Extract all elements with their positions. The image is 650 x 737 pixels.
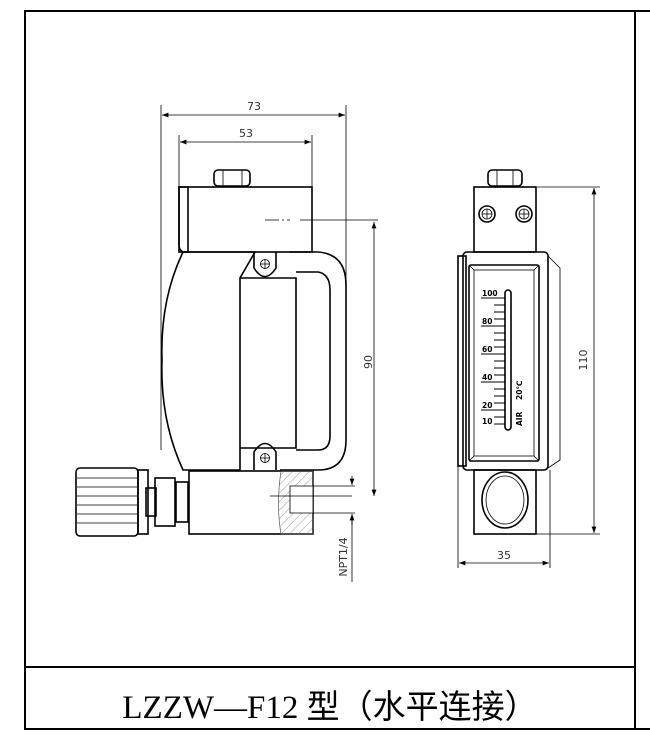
- adjust-knob: [481, 471, 529, 529]
- top-nut: [213, 169, 251, 187]
- right-border-column: [636, 10, 650, 730]
- thread-label: NPT1/4: [337, 537, 350, 576]
- scale-label: 100: [482, 289, 498, 298]
- drawing-frame: [24, 10, 636, 730]
- scale-label: 40: [482, 373, 492, 382]
- scale-label: 80: [482, 317, 492, 326]
- scale-label: 60: [482, 345, 492, 354]
- dim-front-height: 110: [577, 350, 590, 371]
- dim-body-width: 53: [239, 127, 253, 140]
- front-view: 110 100 80 60 40 20 10 AIR 20℃ 35: [457, 169, 600, 568]
- scale-label: 10: [482, 417, 492, 426]
- flow-tube: [504, 289, 512, 431]
- dim-overall-width: 73: [247, 100, 261, 113]
- dim-height: 90: [362, 355, 375, 369]
- dim-front-width: 35: [497, 549, 511, 562]
- knob: [75, 467, 139, 537]
- temperature-label: 20℃: [515, 380, 524, 400]
- caption-row: LZZW—F12 型（水平连接）: [24, 666, 636, 730]
- medium-label: AIR: [515, 411, 524, 426]
- scale-label: 20: [482, 401, 492, 410]
- side-view: 73 53 90 NPT1/4: [75, 100, 378, 582]
- model-caption: LZZW—F12 型（水平连接）: [122, 690, 538, 726]
- technical-drawing: 73 53 90 NPT1/4: [75, 100, 600, 582]
- scale-ticks: [481, 297, 505, 425]
